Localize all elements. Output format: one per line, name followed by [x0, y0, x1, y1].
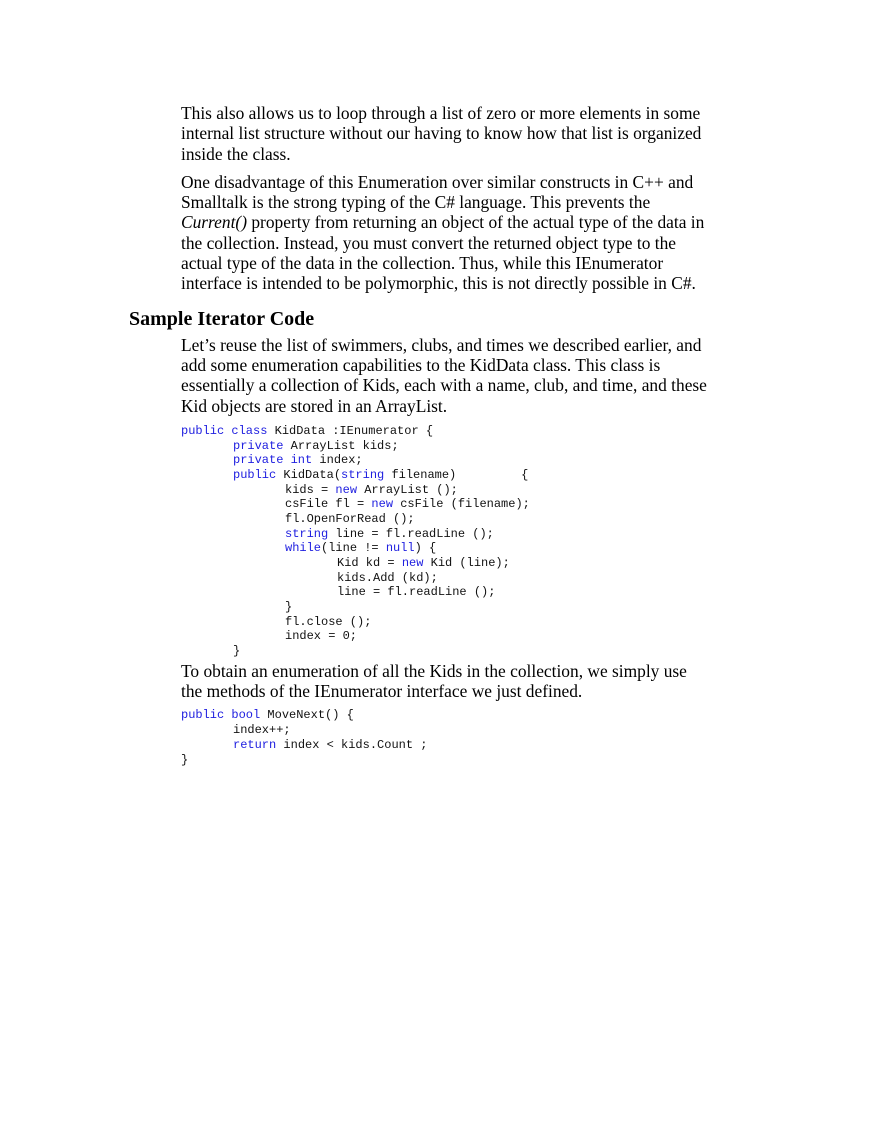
code-line: public KidData(string filename) {: [181, 468, 711, 483]
code-text: index = 0;: [285, 629, 358, 644]
code-keyword: public: [233, 467, 277, 482]
code-line: kids = new ArrayList ();: [181, 483, 711, 498]
code-line: string line = fl.readLine ();: [181, 527, 711, 542]
code-line: index++;: [181, 723, 711, 738]
code-line: private int index;: [181, 453, 711, 468]
code-text: kids.Add (kd);: [337, 570, 438, 585]
code-keyword: private: [233, 438, 284, 453]
code-line: line = fl.readLine ();: [181, 585, 711, 600]
code-keyword: private int: [233, 453, 313, 468]
code-keyword: new: [335, 482, 358, 497]
document-body: This also allows us to loop through a li…: [129, 103, 711, 767]
code-line: kids.Add (kd);: [181, 571, 711, 586]
code-keyword: new: [371, 497, 394, 512]
code-line: while(line != null) {: [181, 541, 711, 556]
code-line: }: [181, 600, 711, 615]
code-keyword: string: [341, 467, 385, 482]
code-keyword: string: [285, 526, 329, 541]
code-text: csFile fl =: [285, 497, 372, 512]
code-text: line = fl.readLine ();: [328, 526, 494, 541]
code-keyword: new: [401, 556, 424, 571]
code-line: public class KidData :IEnumerator {: [181, 424, 711, 439]
code-line: }: [181, 753, 711, 768]
code-keyword: public bool: [181, 708, 261, 723]
code-line: private ArrayList kids;: [181, 439, 711, 454]
code-line: return index < kids.Count ;: [181, 738, 711, 753]
code-text: kids =: [285, 482, 336, 497]
code-text: fl.OpenForRead ();: [285, 511, 415, 526]
code-text: KidData :IEnumerator {: [267, 423, 434, 438]
code-keyword: null: [385, 541, 415, 556]
section-heading: Sample Iterator Code: [129, 307, 315, 330]
code-text: ) {: [414, 541, 437, 556]
code-keyword: return: [233, 737, 277, 752]
code-line: index = 0;: [181, 629, 711, 644]
code-block-kiddata: public class KidData :IEnumerator {priva…: [181, 424, 711, 659]
code-text: filename) {: [384, 467, 529, 482]
code-keyword: while: [285, 541, 322, 556]
code-line: fl.OpenForRead ();: [181, 512, 711, 527]
paragraph-disadvantage: One disadvantage of this Enumeration ove…: [181, 172, 711, 294]
code-keyword: public class: [181, 423, 268, 438]
code-text: ArrayList kids;: [283, 438, 399, 453]
code-block-movenext: public bool MoveNext() {index++;return i…: [181, 708, 711, 767]
code-text: (line !=: [321, 541, 386, 556]
code-text: MoveNext() {: [260, 708, 354, 723]
code-line: csFile fl = new csFile (filename);: [181, 497, 711, 512]
code-text: }: [233, 644, 241, 659]
paragraph-sample: Let’s reuse the list of swimmers, clubs,…: [181, 334, 707, 416]
code-text: index++;: [233, 723, 291, 738]
code-line: public bool MoveNext() {: [181, 708, 711, 723]
code-text: ArrayList ();: [357, 482, 458, 497]
code-text: line = fl.readLine ();: [337, 585, 496, 600]
paragraph-enumeration: To obtain an enumeration of all the Kids…: [181, 660, 687, 702]
code-text: Kid kd =: [337, 556, 402, 571]
code-text: index < kids.Count ;: [276, 737, 428, 752]
code-line: fl.close ();: [181, 615, 711, 630]
code-line: }: [181, 644, 711, 659]
code-text: }: [285, 600, 293, 615]
code-line: Kid kd = new Kid (line);: [181, 556, 711, 571]
code-text: }: [181, 752, 189, 767]
paragraph-text: property from returning an object of the…: [181, 212, 705, 294]
paragraph-text: One disadvantage of this Enumeration ove…: [181, 171, 694, 213]
code-text: KidData(: [276, 467, 342, 482]
emphasis-current: Current(): [181, 212, 248, 233]
paragraph-intro: This also allows us to loop through a li…: [181, 103, 702, 164]
code-text: csFile (filename);: [393, 497, 530, 512]
code-text: Kid (line);: [423, 556, 510, 571]
code-text: index;: [312, 453, 363, 468]
code-text: fl.close ();: [285, 614, 372, 629]
